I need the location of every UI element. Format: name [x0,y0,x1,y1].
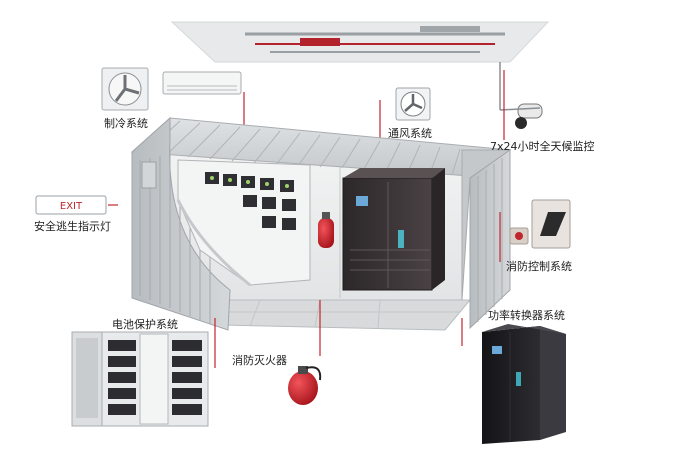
pcs-cabinet-inside [342,168,445,291]
fire-extinguisher [288,366,322,405]
pcs-cabinet [482,324,566,444]
fire-control-panel [509,199,571,249]
label-battery: 电池保护系统 [112,318,178,331]
camera [499,103,543,129]
fire-suppression-cylinder [318,212,334,248]
label-ventilation: 通风系统 [388,127,432,140]
label-pcs: 功率转换器系统 [488,309,565,322]
cooling-unit [101,67,242,111]
ceiling-plate [170,21,550,110]
label-exit-light: 安全逃生指示灯 [34,220,111,233]
label-extinguisher: 消防灭火器 [232,354,287,367]
exit-sign-text: EXIT [60,201,83,212]
label-monitoring: 7x24小时全天候监控 [490,140,595,153]
battery-racks [176,159,311,287]
exit-sign: EXIT [35,195,107,215]
battery-cabinet [71,331,209,427]
label-fire-control: 消防控制系统 [506,260,572,273]
label-cooling: 制冷系统 [104,117,148,130]
ventilation-fan [395,87,431,121]
